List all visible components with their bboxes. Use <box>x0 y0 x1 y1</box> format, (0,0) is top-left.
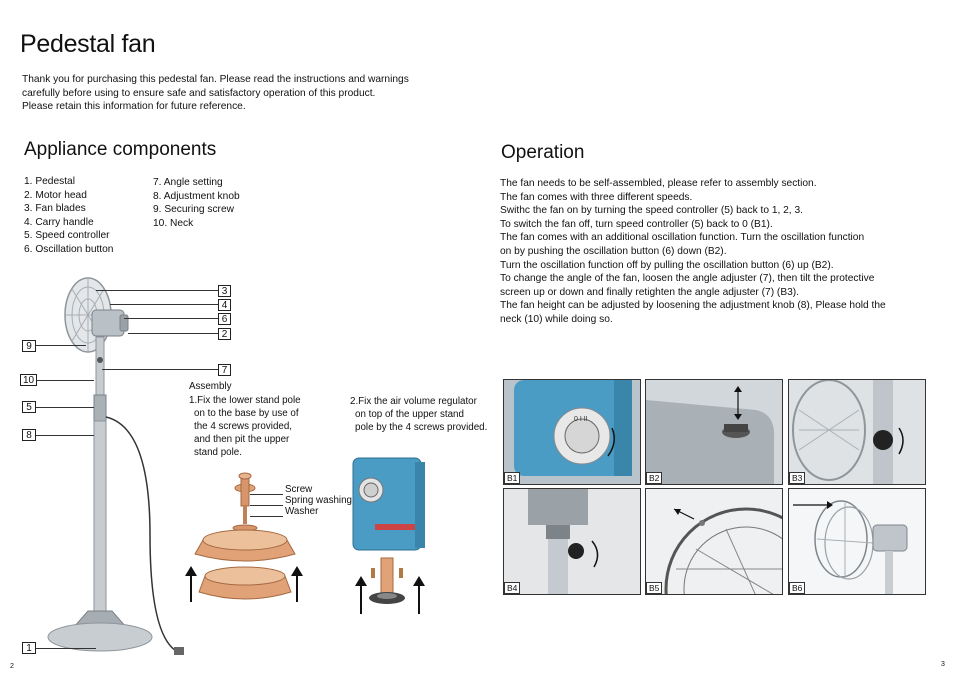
base-assembly-illustration <box>185 472 303 602</box>
callout-line <box>250 516 283 517</box>
operation-line: Swithc the fan on by turning the speed c… <box>500 205 803 217</box>
operation-line: screen up or down and finally retighten … <box>500 286 800 298</box>
callout-line <box>102 369 218 370</box>
callout-1: 1 <box>22 642 36 654</box>
component-item: 1. Pedestal <box>24 176 75 187</box>
speed-controller-image: 0 I II <box>514 380 632 476</box>
intro-line: carefully before using to ensure safe an… <box>22 87 376 99</box>
part-label: Spring washing <box>285 495 352 507</box>
components-list-col1: 1. Pedestal 2. Motor head 3. Fan blades … <box>24 175 113 257</box>
photo-b5: B5 <box>645 488 783 595</box>
assembly-step1-line: and then pit the upper <box>194 434 290 445</box>
callout-7: 7 <box>218 364 231 376</box>
adjustment-knob-image <box>528 489 599 594</box>
part-label: Screw <box>285 484 313 495</box>
component-item: 10. Neck <box>153 217 194 229</box>
callout-2: 2 <box>218 328 231 340</box>
photo-label-b6: B6 <box>789 582 806 594</box>
assembly-step2: 2.Fix the air volume regulator on top of… <box>350 395 487 434</box>
photo-b6: B6 <box>788 488 926 595</box>
callout-line <box>250 505 283 506</box>
callout-line <box>36 407 94 408</box>
operation-line: The fan height can be adjusted by loosen… <box>500 300 886 312</box>
component-item: 6. Oscillation button <box>24 243 114 255</box>
callout-line <box>36 345 86 346</box>
assembly-step2-line: 2.Fix the air volume regulator <box>350 396 477 407</box>
callout-line <box>110 304 218 305</box>
assembly-step1-line: 1.Fix the lower stand pole <box>189 395 301 406</box>
component-item: 9. Securing screw <box>153 204 234 216</box>
callout-line <box>36 435 94 436</box>
callout-8: 8 <box>22 429 36 441</box>
photo-label-b5: B5 <box>646 582 663 594</box>
component-item: 3. Fan blades <box>24 203 86 215</box>
photo-label-b4: B4 <box>504 582 521 594</box>
callout-4: 4 <box>218 299 231 311</box>
operation-line: To switch the fan off, turn speed contro… <box>500 218 773 230</box>
operation-line: neck (10) while doing so. <box>500 313 613 325</box>
callout-3: 3 <box>218 285 231 297</box>
photo-b3: B3 <box>788 379 926 485</box>
part-label: Washer <box>285 506 319 518</box>
operation-line: The fan comes with an additional oscilla… <box>500 232 865 244</box>
photo-label-b3: B3 <box>789 472 806 484</box>
assembly-heading: Assembly <box>189 381 232 392</box>
angle-adjuster-image <box>792 380 904 484</box>
intro-line: Thank you for purchasing this pedestal f… <box>22 74 409 85</box>
callout-line <box>128 333 218 334</box>
page-number-left: 2 <box>10 663 14 670</box>
component-item: 4. Carry handle <box>24 216 94 228</box>
photo-label-b1: B1 <box>504 472 521 484</box>
components-list-col2: 7. Angle setting 8. Adjustment knob 9. S… <box>153 176 240 230</box>
component-item: 2. Motor head <box>24 189 87 201</box>
operation-line: The fan needs to be self-assembled, plea… <box>500 178 817 189</box>
pedestal-fan-illustration <box>47 277 184 655</box>
svg-text:0 I II: 0 I II <box>574 416 588 423</box>
callout-10: 10 <box>20 374 37 386</box>
component-item: 5. Speed controller <box>24 230 110 242</box>
photo-b4: B4 <box>503 488 641 595</box>
callout-9: 9 <box>22 340 36 352</box>
callout-5: 5 <box>22 401 36 413</box>
assembly-step2-line: on top of the upper stand <box>355 409 464 420</box>
oscillation-button-image <box>646 386 775 484</box>
parts-labels: Screw Spring washing Washer <box>285 484 352 518</box>
page-number-right: 3 <box>941 661 945 668</box>
assembly-step2-line: pole by the 4 screws provided. <box>355 422 488 433</box>
assembly-step1: 1.Fix the lower stand pole on to the bas… <box>189 394 301 459</box>
operation-heading: Operation <box>501 142 585 163</box>
assembly-step1-line: stand pole. <box>194 447 242 458</box>
callout-line <box>36 648 96 649</box>
components-heading: Appliance components <box>24 139 217 160</box>
intro-text: Thank you for purchasing this pedestal f… <box>22 73 442 114</box>
operation-line: on by pushing the oscillation button (6)… <box>500 245 727 257</box>
intro-line: Please retain this information for futur… <box>22 101 246 113</box>
photo-b1: 0 I II B1 <box>503 379 641 485</box>
operation-line: The fan comes with three different speed… <box>500 191 693 203</box>
callout-6: 6 <box>218 313 231 325</box>
regulator-assembly-illustration <box>352 457 425 614</box>
component-item: 7. Angle setting <box>153 177 223 188</box>
operation-text: The fan needs to be self-assembled, plea… <box>500 177 920 327</box>
operation-line: To change the angle of the fan, loosen t… <box>500 273 875 285</box>
operation-line: Turn the oscillation function off by pul… <box>500 259 834 271</box>
component-item: 8. Adjustment knob <box>153 190 240 202</box>
callout-line <box>124 318 218 319</box>
fan-head-image <box>793 500 908 594</box>
callout-line <box>250 494 283 495</box>
assembly-step1-line: on to the base by use of <box>194 408 299 419</box>
page-title: Pedestal fan <box>20 30 156 58</box>
callout-line <box>36 380 94 381</box>
fan-guard-image <box>664 507 782 594</box>
callout-line <box>96 290 218 291</box>
assembly-step1-line: the 4 screws provided, <box>194 421 293 432</box>
photo-label-b2: B2 <box>646 472 663 484</box>
photo-b2: B2 <box>645 379 783 485</box>
